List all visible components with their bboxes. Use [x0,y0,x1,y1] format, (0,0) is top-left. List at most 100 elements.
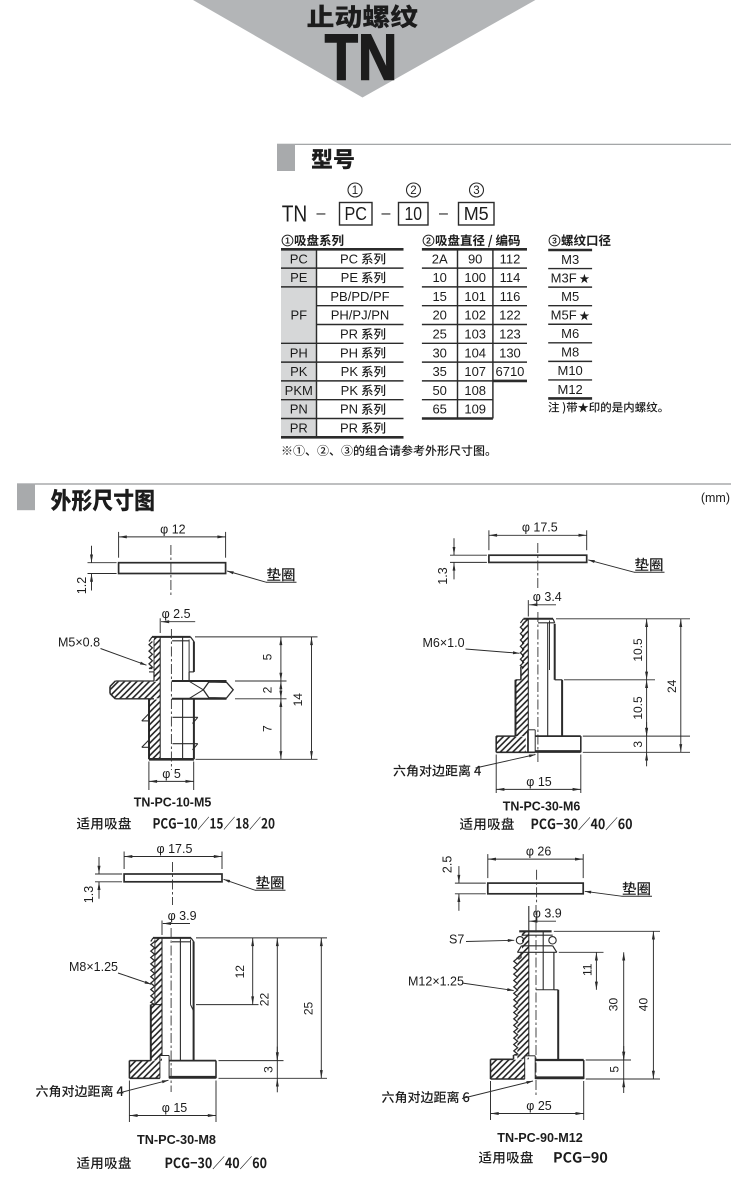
svg-text:1.3: 1.3 [82,886,96,903]
svg-text:PR: PR [340,327,358,342]
svg-text:–: – [317,205,326,222]
svg-text:M3F: M3F [551,270,577,285]
svg-text:φ 3.9: φ 3.9 [168,909,197,923]
svg-text:25: 25 [302,1002,316,1016]
svg-text:φ 3.4: φ 3.4 [533,590,562,604]
svg-text:12: 12 [233,965,247,979]
svg-text:φ 26: φ 26 [526,845,552,859]
svg-text:2: 2 [426,235,431,245]
svg-text:10: 10 [432,270,446,285]
svg-text:φ 17.5: φ 17.5 [157,842,193,856]
svg-text:30: 30 [432,345,446,360]
svg-text:114: 114 [500,270,521,285]
svg-text:φ 3.9: φ 3.9 [533,907,562,921]
svg-text:M12×1.25: M12×1.25 [408,974,464,988]
svg-text:PE: PE [341,270,359,285]
svg-text:20: 20 [432,308,446,323]
svg-text:M8: M8 [561,345,579,360]
svg-text:M6: M6 [561,326,579,341]
svg-text:PK: PK [341,364,359,379]
svg-text:40: 40 [637,998,651,1012]
svg-text:3: 3 [262,1066,276,1073]
svg-text:TN-PC-90-M12: TN-PC-90-M12 [497,1130,583,1145]
svg-text:6710: 6710 [495,364,524,379]
svg-text:3: 3 [631,741,645,748]
svg-text:123: 123 [499,327,521,342]
svg-text:1.2: 1.2 [75,577,89,594]
svg-text:TN-PC-10-M5: TN-PC-10-M5 [134,795,212,810]
svg-text:30: 30 [607,998,621,1012]
svg-text:PH: PH [340,345,358,360]
svg-text:(mm): (mm) [701,491,730,505]
svg-text:108: 108 [464,383,486,398]
svg-text:122: 122 [499,308,521,323]
svg-text:M5: M5 [464,203,489,224]
svg-text:TN-PC-30-M6: TN-PC-30-M6 [503,799,581,814]
svg-text:PF: PF [290,308,307,323]
svg-text:130: 130 [499,345,521,360]
svg-text:PK: PK [290,364,308,379]
svg-text:M6×1.0: M6×1.0 [423,636,465,650]
svg-text:PK: PK [341,383,359,398]
svg-text:M3: M3 [561,252,579,267]
svg-text:2: 2 [261,686,275,693]
svg-text:90: 90 [468,251,482,266]
svg-text:M5F: M5F [551,308,577,323]
svg-text:φ 12: φ 12 [160,522,186,536]
svg-text:S7: S7 [449,933,464,947]
svg-text:PH: PH [290,345,308,360]
svg-text:5: 5 [608,1066,622,1073]
svg-text:24: 24 [665,679,679,693]
svg-text:TN: TN [282,201,308,227]
svg-text:PR: PR [340,421,358,436]
svg-text:14: 14 [291,693,305,707]
svg-text:PH/PJ/PN: PH/PJ/PN [331,308,390,323]
svg-text:φ 17.5: φ 17.5 [522,521,558,535]
svg-text:–: – [382,205,391,222]
svg-text:104: 104 [464,345,486,360]
svg-text:PC: PC [344,203,367,224]
svg-text:25: 25 [432,327,446,342]
svg-text:1.3: 1.3 [436,567,450,584]
svg-text:107: 107 [464,364,486,379]
svg-text:5: 5 [261,653,275,660]
svg-text:PB/PD/PF: PB/PD/PF [330,289,389,304]
svg-text:PN: PN [340,402,358,417]
svg-text:M5: M5 [561,289,579,304]
svg-text:φ 15: φ 15 [162,1101,188,1115]
svg-text:PN: PN [290,402,308,417]
svg-text:15: 15 [432,289,446,304]
svg-text:102: 102 [464,308,486,323]
svg-text:22: 22 [258,993,272,1007]
svg-text:35: 35 [432,364,446,379]
svg-text:3: 3 [473,185,479,197]
svg-text:PC: PC [290,251,308,266]
svg-text:1: 1 [285,235,290,245]
svg-text:PE: PE [290,270,308,285]
svg-text:103: 103 [464,327,486,342]
svg-text:–: – [439,205,448,222]
svg-text:PKM: PKM [285,383,313,398]
svg-text:M12: M12 [558,382,583,397]
svg-text:φ 5: φ 5 [162,767,181,781]
svg-text:PR: PR [290,421,308,436]
svg-text:7: 7 [261,725,275,732]
svg-text:10.5: 10.5 [631,638,645,662]
svg-text:φ 2.5: φ 2.5 [162,607,191,621]
svg-text:100: 100 [464,270,486,285]
svg-text:2A: 2A [432,251,448,266]
svg-text:PC: PC [340,251,358,266]
svg-text:65: 65 [432,402,446,417]
svg-text:M5×0.8: M5×0.8 [58,635,100,649]
svg-text:10: 10 [404,203,422,224]
svg-text:10.5: 10.5 [631,696,645,720]
svg-text:50: 50 [432,383,446,398]
svg-text:M10: M10 [558,363,583,378]
svg-text:112: 112 [500,251,521,266]
svg-text:101: 101 [464,289,486,304]
svg-text:1: 1 [352,185,358,197]
svg-text:TN-PC-30-M8: TN-PC-30-M8 [137,1132,216,1147]
svg-text:φ 15: φ 15 [526,775,552,789]
svg-text:116: 116 [500,289,521,304]
svg-text:M8×1.25: M8×1.25 [69,960,118,974]
